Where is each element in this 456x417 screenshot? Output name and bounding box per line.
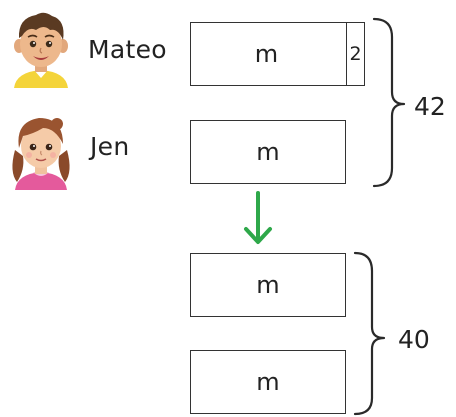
bar-mateo: m 2 bbox=[190, 22, 365, 86]
bar-label: m bbox=[254, 40, 279, 68]
bar-after-2: m bbox=[190, 350, 346, 414]
bar-label: m bbox=[256, 138, 280, 166]
bar-after-1: m bbox=[190, 253, 346, 317]
down-arrow-icon bbox=[244, 191, 272, 244]
total-after: 40 bbox=[398, 325, 430, 354]
brace-after bbox=[353, 251, 386, 416]
bar-jen: m bbox=[190, 120, 346, 184]
boy-avatar-icon bbox=[14, 12, 68, 88]
girl-avatar-icon bbox=[12, 118, 70, 190]
bar-extra-segment: 2 bbox=[346, 23, 364, 85]
name-jen: Jen bbox=[90, 132, 130, 161]
name-mateo: Mateo bbox=[88, 35, 167, 64]
bar-label: m bbox=[256, 368, 280, 396]
total-before: 42 bbox=[414, 92, 446, 121]
bar-label: m bbox=[256, 271, 280, 299]
brace-before bbox=[372, 17, 406, 188]
